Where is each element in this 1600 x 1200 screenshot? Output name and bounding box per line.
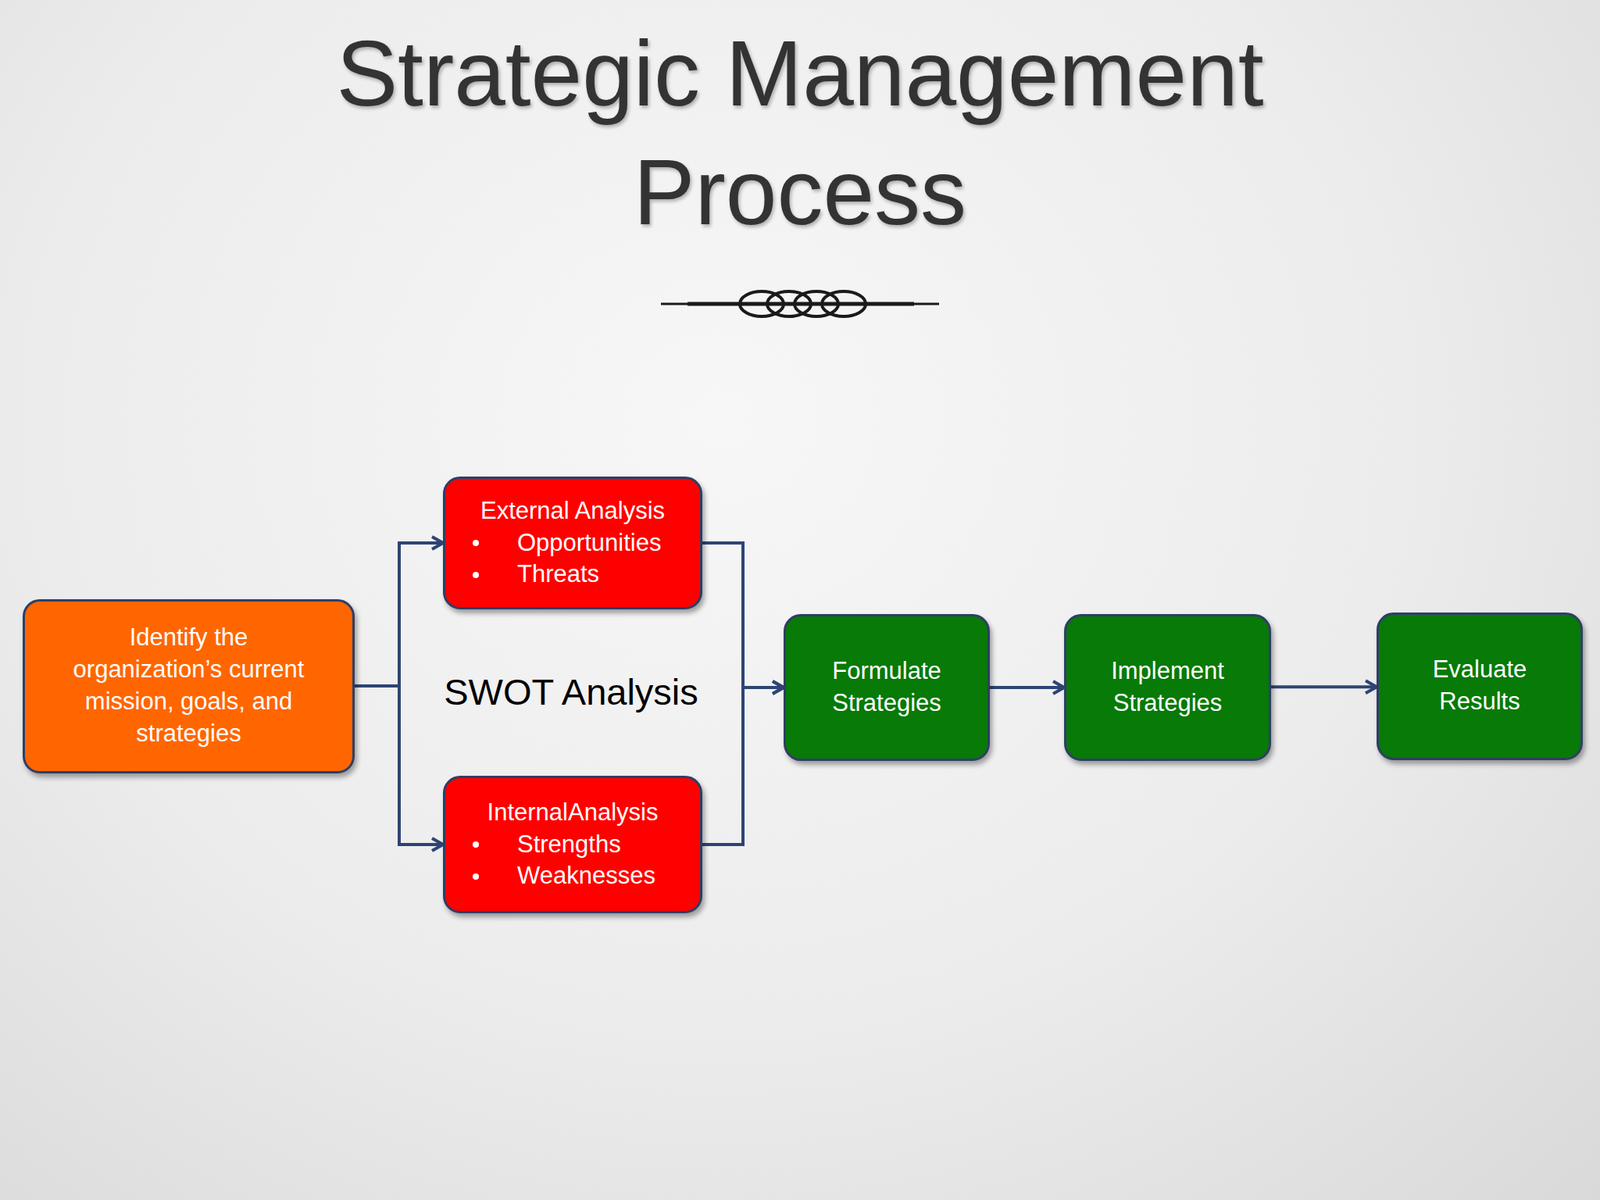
- flourish-line: [660, 303, 940, 306]
- bullet-item: Weaknesses: [468, 860, 690, 893]
- flow-arrow: [1271, 685, 1377, 689]
- node-content: Identify the organization’s current miss…: [25, 614, 353, 758]
- title: Strategic Management Process: [253, 14, 1347, 252]
- analysis-box: InternalAnalysisStrengthsWeaknesses: [442, 775, 703, 914]
- box-text: Identify the organization’s current miss…: [54, 621, 323, 750]
- node-content: External AnalysisOpportunitiesThreats: [445, 489, 700, 598]
- title-flourish: [660, 291, 940, 317]
- process-box: Evaluate Results: [1376, 612, 1583, 761]
- bullet-item: Opportunities: [468, 527, 690, 560]
- process-box: Formulate Strategies: [783, 614, 990, 761]
- bullet-item: Threats: [468, 558, 690, 591]
- node-content: Evaluate Results: [1378, 646, 1581, 726]
- node-content: InternalAnalysisStrengthsWeaknesses: [445, 790, 700, 900]
- flow-arrow: [989, 685, 1065, 690]
- section-label: SWOT Analysis: [443, 670, 699, 714]
- box-text: Evaluate Results: [1402, 653, 1558, 718]
- process-box: Implement Strategies: [1064, 614, 1272, 761]
- bullet-item: Strengths: [468, 828, 690, 861]
- flow-arrow: [354, 685, 443, 845]
- bullet-dot: [472, 571, 479, 579]
- bullet-dot: [472, 539, 479, 547]
- analysis-box: External AnalysisOpportunitiesThreats: [442, 476, 703, 610]
- bullet-dot: [472, 873, 479, 880]
- mission-box: Identify the organization’s current miss…: [22, 599, 355, 774]
- flow-arrow: [702, 542, 784, 688]
- flourish-loop: [794, 291, 839, 317]
- bullet-dot: [472, 841, 479, 848]
- box-text: Implement Strategies: [1089, 655, 1246, 720]
- flow-arrow: [354, 542, 443, 686]
- node-content: Formulate Strategies: [785, 647, 988, 728]
- box-heading: External Analysis: [468, 495, 690, 528]
- node-content: Implement Strategies: [1066, 647, 1269, 728]
- box-text: Formulate Strategies: [809, 655, 965, 720]
- flourish-loop: [767, 291, 811, 317]
- flourish-line: [687, 302, 915, 307]
- box-heading: InternalAnalysis: [468, 796, 690, 829]
- flourish-loop: [821, 291, 866, 317]
- flourish-loop: [739, 291, 784, 317]
- flow-arrow: [702, 687, 784, 845]
